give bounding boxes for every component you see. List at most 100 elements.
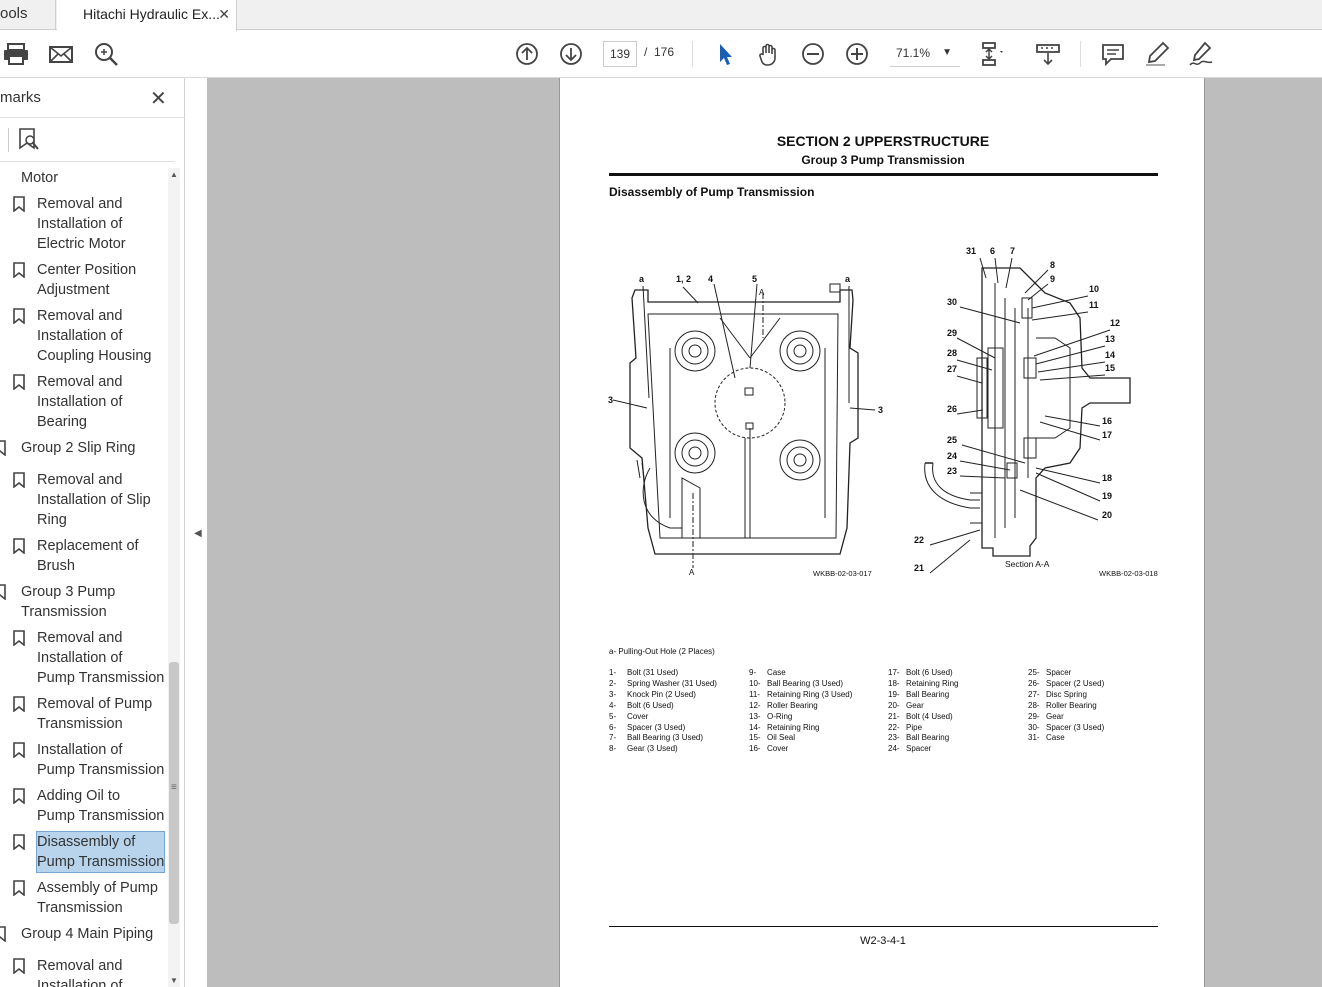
figure-code-right: WKBB-02-03-018 bbox=[1099, 569, 1158, 578]
callout-label: A bbox=[689, 568, 695, 577]
zoom-in-icon[interactable] bbox=[843, 40, 871, 68]
bookmark-label-line: Group 4 Main Piping bbox=[21, 926, 154, 942]
group-title: Group 3 Pump Transmission bbox=[801, 153, 965, 167]
scroll-thumb[interactable]: ≡ bbox=[169, 662, 179, 924]
part-number: 24- bbox=[888, 744, 900, 754]
part-row: 21-Bolt (4 Used) bbox=[888, 712, 958, 723]
bookmark-item[interactable]: Group 2 Slip Ring bbox=[21, 438, 135, 458]
bookmark-label-line: Group 3 Pump bbox=[21, 584, 116, 600]
bookmark-label-line: Pump Transmission bbox=[37, 762, 165, 778]
callout-label: 21 bbox=[914, 563, 924, 573]
bookmark-item[interactable]: Installation of Pump Transmission bbox=[37, 740, 164, 780]
part-description: Retaining Ring bbox=[906, 678, 959, 688]
zoom-out-icon[interactable] bbox=[799, 40, 827, 68]
callout-label: a bbox=[639, 274, 645, 284]
zoom-select[interactable]: 71.1% ▼ bbox=[890, 41, 960, 67]
comment-icon[interactable] bbox=[1099, 40, 1127, 68]
hand-icon[interactable] bbox=[755, 40, 783, 68]
bookmark-icon bbox=[0, 584, 6, 601]
bookmark-label-line: Pump Transmission bbox=[37, 808, 165, 824]
callout-label: 8 bbox=[1050, 260, 1055, 270]
callout-label: a bbox=[845, 274, 851, 284]
part-row: 24-Spacer bbox=[888, 744, 958, 755]
part-row: 11-Retaining Ring (3 Used) bbox=[749, 690, 852, 701]
callout-label: 26 bbox=[947, 404, 957, 414]
part-description: Roller Bearing bbox=[767, 700, 818, 710]
callout-label: 19 bbox=[1102, 491, 1112, 501]
select-cursor-icon[interactable] bbox=[711, 40, 739, 68]
part-row: 20-Gear bbox=[888, 701, 958, 712]
scroll-up-icon[interactable]: ▲ bbox=[170, 170, 178, 179]
tab-document[interactable]: Hitachi Hydraulic Ex... ✕ bbox=[57, 0, 237, 31]
bookmark-search-icon[interactable] bbox=[17, 127, 41, 153]
part-number: 6- bbox=[609, 722, 617, 732]
section-label: Section A-A bbox=[1005, 559, 1050, 569]
tab-close-icon[interactable]: ✕ bbox=[218, 6, 230, 22]
part-number: 25- bbox=[1028, 668, 1040, 677]
bookmark-label-line: Pump Transmission bbox=[37, 854, 165, 870]
collapse-panel-icon[interactable]: ◀ bbox=[194, 528, 202, 539]
part-number: 28- bbox=[1028, 700, 1040, 710]
scroll-mode-icon[interactable] bbox=[1034, 40, 1062, 68]
grip-icon: ≡ bbox=[171, 782, 177, 793]
bookmarks-scrollbar[interactable]: ▲ ≡ ▼ bbox=[168, 168, 180, 987]
tab-tools[interactable]: ools bbox=[0, 0, 56, 30]
part-row: 30-Spacer (3 Used) bbox=[1028, 723, 1104, 734]
bookmark-item[interactable]: Motor bbox=[21, 168, 58, 188]
header-rule bbox=[609, 173, 1158, 176]
bookmark-label-line: Removal and bbox=[37, 472, 123, 488]
close-icon[interactable]: ✕ bbox=[150, 88, 167, 110]
part-row: 25-Spacer bbox=[1028, 668, 1104, 679]
page-number-input[interactable]: 139 bbox=[603, 41, 637, 67]
part-number: 2- bbox=[609, 678, 617, 688]
part-description: Cover bbox=[627, 711, 649, 721]
bookmark-item[interactable]: Group 4 Main Piping bbox=[21, 924, 153, 944]
print-icon[interactable] bbox=[2, 40, 30, 68]
bookmark-label-line: Removal and bbox=[37, 308, 123, 324]
scroll-down-icon[interactable]: ▼ bbox=[170, 976, 178, 985]
bookmark-label-line: Installation of bbox=[37, 742, 123, 758]
fit-page-icon[interactable] bbox=[978, 40, 1006, 68]
part-number: 7- bbox=[609, 733, 617, 743]
callout-label: A bbox=[759, 288, 765, 297]
callout-label: 22 bbox=[914, 535, 924, 545]
email-icon[interactable] bbox=[47, 40, 75, 68]
part-description: O-Ring bbox=[767, 711, 793, 721]
page-down-icon[interactable] bbox=[557, 40, 585, 68]
sign-icon[interactable] bbox=[1187, 40, 1215, 68]
part-description: Ball Bearing bbox=[906, 733, 950, 743]
page-number: W2-3-4-1 bbox=[860, 935, 906, 947]
document-viewer[interactable]: SECTION 2 UPPERSTRUCTURE Group 3 Pump Tr… bbox=[207, 78, 1322, 987]
toolbar: 139 / 176 71.1% ▼ bbox=[0, 31, 1322, 78]
bookmark-icon bbox=[13, 472, 25, 489]
part-description: Bolt (6 Used) bbox=[906, 668, 953, 677]
highlight-icon[interactable] bbox=[1143, 40, 1171, 68]
bookmark-label-line: Electric Motor bbox=[37, 236, 126, 252]
pdf-page: SECTION 2 UPPERSTRUCTURE Group 3 Pump Tr… bbox=[559, 78, 1205, 987]
search-icon[interactable] bbox=[92, 40, 120, 68]
part-number: 5- bbox=[609, 711, 617, 721]
part-description: Gear bbox=[1046, 711, 1064, 721]
part-number: 3- bbox=[609, 689, 617, 699]
bookmark-label-line: Installation of bbox=[37, 328, 123, 344]
bookmark-label-line: Installation of bbox=[37, 978, 123, 987]
part-number: 8- bbox=[609, 744, 617, 754]
callout-label: 12 bbox=[1110, 318, 1120, 328]
page-up-icon[interactable] bbox=[513, 40, 541, 68]
